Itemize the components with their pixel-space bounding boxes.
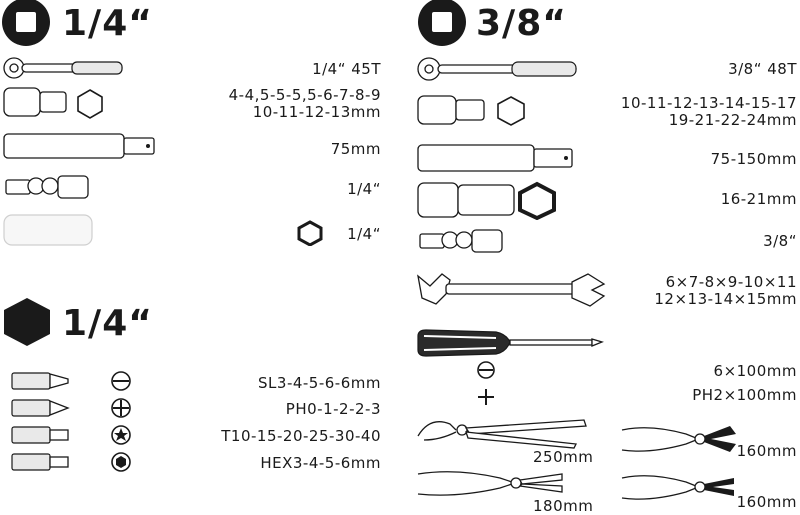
open-end-wrench-icon (417, 273, 606, 307)
socket-icon-large (417, 95, 525, 126)
extension-bar-icon (3, 133, 155, 159)
section-header-hex-quarter-inch: 1/4“ (62, 303, 153, 344)
hex-bit-icon (11, 452, 131, 472)
combination-pliers-small-icon (621, 475, 734, 500)
universal-joint-label: 1/4“ (347, 180, 381, 198)
ratchet-large-label: 3/8“ 48T (728, 60, 797, 78)
screwdriver-phillips-label: PH2×100mm (692, 386, 797, 404)
socket-large-sizes-label: 10-11-12-13-14-15-17 19-21-22-24mm (620, 94, 797, 129)
ratchet-label: 1/4“ 45T (312, 60, 381, 78)
water-pump-pliers-icon (417, 419, 587, 449)
ratchet-icon-large (417, 57, 577, 81)
torx-bit-label: T10-15-20-25-30-40 (221, 427, 381, 445)
socket-icon (3, 87, 103, 119)
section-header-quarter-inch: 1/4“ (62, 3, 153, 44)
square-drive-icon-right (418, 0, 466, 46)
hex-bit-label: HEX3-4-5-6mm (260, 454, 381, 472)
section-header-three-eighths: 3/8“ (476, 3, 567, 44)
wrench-sizes-label: 6×7-8×9-10×11 12×13-14×15mm (654, 273, 797, 308)
screwdriver-slotted-label: 6×100mm (713, 362, 797, 380)
universal-joint-icon-large (419, 229, 503, 253)
combination-pliers-icon (417, 471, 563, 496)
screwdriver-tip-icons (477, 361, 495, 405)
socket-sizes-label: 4-4,5-5-5,5-6-7-8-9 10-11-12-13mm (228, 86, 381, 121)
adaptor-label: 1/4“ (347, 225, 381, 243)
universal-joint-large-label: 3/8“ (763, 232, 797, 250)
pliers-180-label: 180mm (533, 497, 594, 515)
extension-bar-icon-large (417, 144, 573, 172)
phillips-bit-icon (11, 398, 131, 418)
slotted-bit-label: SL3-4-5-6-6mm (258, 374, 381, 392)
screwdriver-icon (417, 329, 604, 357)
torx-bit-icon (11, 425, 131, 445)
extension-large-label: 75-150mm (710, 150, 797, 168)
slotted-bit-icon (11, 371, 131, 391)
cutters-160-label: 160mm (736, 442, 797, 460)
pliers-250-label: 250mm (533, 448, 594, 466)
hexagon-drive-icon (4, 298, 50, 346)
square-drive-icon (2, 0, 50, 46)
universal-joint-icon (5, 175, 89, 199)
ratchet-icon (3, 57, 123, 79)
pliers-160-label: 160mm (736, 493, 797, 511)
deep-socket-icon (417, 181, 556, 220)
phillips-bit-label: PH0-1-2-2-3 (285, 400, 381, 418)
adaptor-icon (3, 214, 93, 246)
hexagon-small-icon (297, 220, 323, 246)
deep-socket-label: 16-21mm (720, 190, 797, 208)
diagonal-cutters-icon (621, 426, 736, 452)
extension-label: 75mm (330, 140, 381, 158)
